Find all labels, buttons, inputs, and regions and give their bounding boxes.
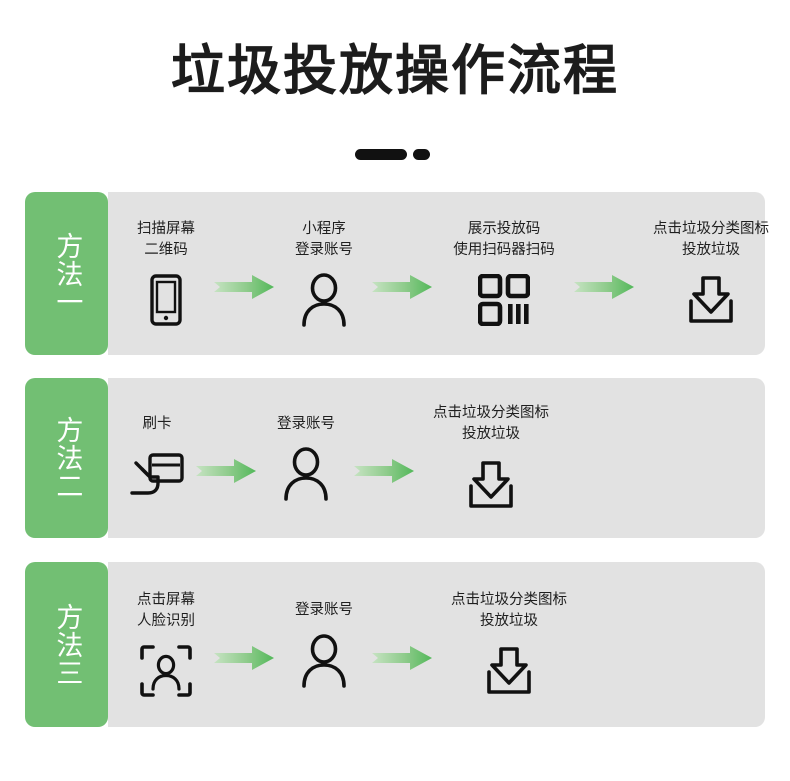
mobile-phone-icon (149, 272, 183, 328)
flow-arrow (372, 644, 434, 672)
user-person-icon (283, 446, 329, 502)
step-tap-category-deposit[interactable]: 点击垃圾分类图标 投放垃圾 (416, 403, 566, 512)
step-miniprogram-login[interactable]: 小程序 登录账号 (276, 219, 372, 328)
method-row-3-panel (108, 562, 765, 727)
deposit-tray-icon (484, 643, 534, 699)
step-caption: 展示投放码 使用扫码器扫码 (453, 220, 555, 258)
step-caption: 刷卡 (142, 415, 172, 432)
face-recognition-icon (139, 643, 193, 699)
flow-arrow (214, 273, 276, 301)
step-login-account[interactable]: 登录账号 (276, 600, 372, 689)
deposit-tray-icon (686, 272, 736, 328)
step-caption: 点击垃圾分类图标 投放垃圾 (451, 591, 567, 629)
step-login-account[interactable]: 登录账号 (258, 414, 354, 503)
method-row-1-panel (108, 192, 765, 355)
method-row-3-label: 方法三 (25, 562, 108, 727)
divider-dash-icon (355, 149, 407, 160)
flow-arrow (354, 457, 416, 485)
method-row-2: 方法二 刷卡 登录账号 (25, 378, 765, 538)
method-row-3-steps: 点击屏幕 人脸识别 登录账号 (108, 562, 765, 727)
step-tap-category-deposit[interactable]: 点击垃圾分类图标 投放垃圾 (434, 590, 584, 699)
method-row-3-label-text: 方法三 (52, 602, 83, 687)
method-row-1-label-text: 方法一 (52, 231, 83, 316)
deposit-tray-icon (466, 457, 516, 513)
step-tap-category-deposit[interactable]: 点击垃圾分类图标 投放垃圾 (636, 219, 786, 328)
method-row-1-steps: 扫描屏幕 二维码 小程序 登录账号 (108, 192, 769, 355)
page-title: 垃圾投放操作流程 (171, 41, 619, 101)
method-row-2-panel (108, 378, 765, 538)
method-row-2-steps: 刷卡 登录账号 (108, 378, 765, 538)
flow-arrow (372, 273, 434, 301)
step-swipe-card[interactable]: 刷卡 (118, 414, 196, 503)
step-caption: 点击垃圾分类图标 投放垃圾 (653, 220, 769, 258)
step-caption: 小程序 登录账号 (295, 220, 353, 258)
user-person-icon (301, 633, 347, 689)
flow-arrow (574, 273, 636, 301)
divider-dot-icon (413, 149, 430, 160)
flow-arrow (196, 457, 258, 485)
step-tap-screen-face[interactable]: 点击屏幕 人脸识别 (118, 590, 214, 699)
step-scan-screen-qr[interactable]: 扫描屏幕 二维码 (118, 219, 214, 328)
step-caption: 登录账号 (277, 415, 335, 432)
page-title-block: 垃圾投放操作流程 (0, 41, 790, 101)
method-row-3: 方法三 点击屏幕 人脸识别 (25, 562, 765, 727)
method-row-1: 方法一 扫描屏幕 二维码 (25, 192, 769, 355)
method-row-2-label: 方法二 (25, 378, 108, 538)
flow-arrow (214, 644, 276, 672)
step-caption: 点击垃圾分类图标 投放垃圾 (433, 405, 549, 442)
title-divider (0, 146, 790, 162)
user-person-icon (301, 272, 347, 328)
step-caption: 登录账号 (295, 602, 353, 619)
step-caption: 扫描屏幕 二维码 (137, 220, 195, 258)
method-row-1-label: 方法一 (25, 192, 108, 355)
swipe-card-icon (128, 446, 186, 502)
step-show-deposit-code[interactable]: 展示投放码 使用扫码器扫码 (434, 219, 574, 328)
method-row-2-label-text: 方法二 (52, 416, 83, 500)
qr-code-icon (478, 272, 530, 328)
step-caption: 点击屏幕 人脸识别 (137, 591, 195, 629)
